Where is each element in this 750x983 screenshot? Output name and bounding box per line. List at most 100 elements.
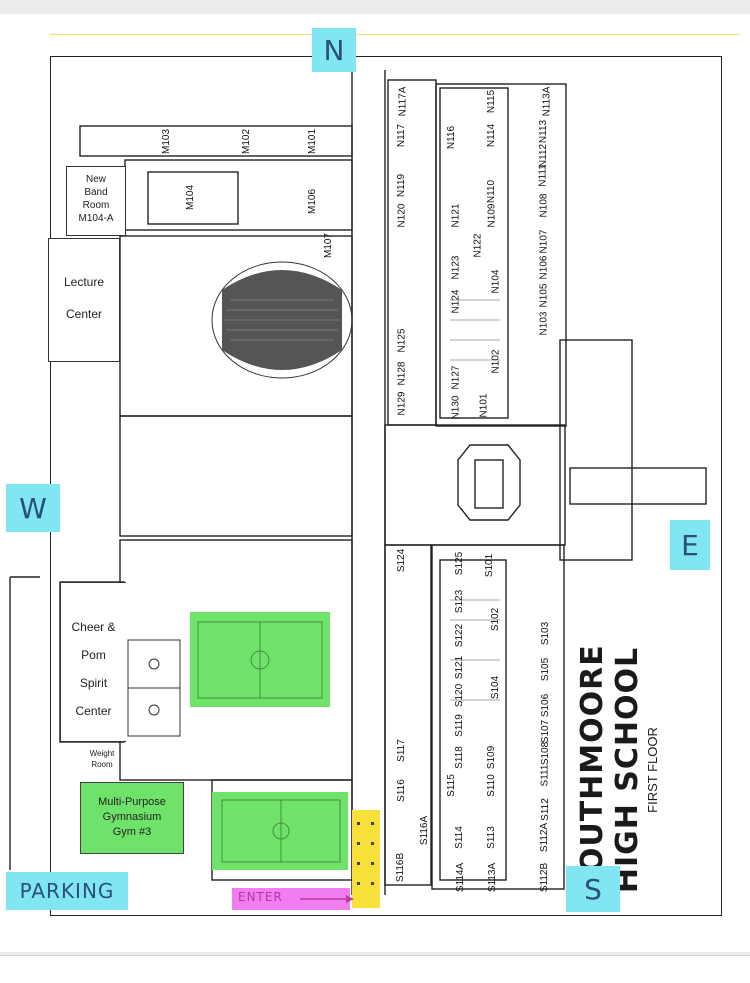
- room-label: N121: [450, 203, 462, 228]
- room-label: S118: [453, 746, 465, 769]
- band-room-line: M104-A: [78, 213, 114, 224]
- east-marker: E: [670, 520, 710, 570]
- room-label: N101: [478, 393, 490, 418]
- room-label: M102: [241, 128, 253, 155]
- room-label: S112: [539, 798, 551, 821]
- room-label: N125: [396, 328, 408, 353]
- parking-label: PARKING: [6, 872, 128, 910]
- room-label: N119: [396, 173, 408, 198]
- room-label: S114: [453, 826, 465, 849]
- room-label: S111: [539, 764, 551, 787]
- s-east-block: [431, 544, 565, 890]
- room-label: N124: [450, 289, 462, 314]
- room-label: S122: [454, 623, 466, 648]
- room-label: S107: [540, 719, 552, 744]
- room-label: S113A: [487, 862, 499, 893]
- enter-highlight: [232, 888, 350, 910]
- room-label: N107: [538, 229, 550, 254]
- cheer-center-label: Cheer & Pom Spirit Center: [60, 582, 126, 742]
- auditorium-seating: [211, 261, 353, 379]
- room-label: S115: [445, 774, 457, 797]
- room-label: N103: [538, 311, 550, 336]
- room-label: S102: [490, 607, 502, 632]
- room-label: N105: [538, 283, 550, 308]
- n-east-block: [435, 83, 567, 427]
- room-label: N106: [538, 255, 550, 280]
- gym3-line: Multi-Purpose: [98, 796, 166, 808]
- enter-label: ENTER: [238, 890, 283, 904]
- room-label: N110: [486, 179, 498, 204]
- room-label: S113: [485, 826, 497, 849]
- room-label: N109: [486, 203, 498, 228]
- room-label: N115: [486, 89, 498, 114]
- gym3-court-highlight: [212, 792, 348, 870]
- band-room-line: Room: [82, 200, 110, 211]
- north-marker: N: [312, 28, 356, 72]
- gym3-label: Multi-Purpose Gymnasium Gym #3: [80, 782, 184, 854]
- band-room-line: Band: [84, 187, 108, 198]
- next-page-edge: [0, 955, 750, 983]
- weight-room-line: Room: [91, 760, 113, 769]
- room-label: S116B: [395, 852, 407, 883]
- room-label: N111: [537, 164, 549, 187]
- room-label: M103: [161, 128, 173, 155]
- room-label: S101: [484, 553, 496, 578]
- room-label: M107: [323, 232, 335, 259]
- room-label: N120: [396, 203, 408, 228]
- room-label: N122: [472, 233, 484, 258]
- band-room-line: New: [85, 174, 106, 185]
- room-label: N117A: [397, 86, 409, 117]
- room-label: N123: [450, 255, 462, 280]
- floor-label: FIRST FLOOR: [645, 727, 660, 813]
- band-room-label: New Band Room M104-A: [66, 166, 126, 236]
- room-label: N104: [490, 269, 502, 294]
- gym3-line: Gymnasium: [102, 811, 162, 823]
- room-label: N130: [450, 395, 462, 420]
- room-label: N113: [538, 119, 550, 144]
- room-label: S116A: [419, 815, 431, 846]
- center-octagon: [457, 444, 521, 521]
- room-label: M104: [185, 184, 197, 211]
- room-label: S125: [454, 551, 466, 576]
- highlight-line: [50, 34, 740, 35]
- room-label: S103: [540, 621, 552, 646]
- room-label: S108: [540, 741, 552, 766]
- room-label: N102: [490, 349, 502, 374]
- lecture-center-label: Lecture Center: [48, 238, 120, 362]
- room-label: S121: [454, 655, 466, 680]
- room-label: M106: [307, 188, 319, 215]
- room-label: N113A: [541, 86, 553, 117]
- room-label: S117: [395, 739, 407, 762]
- room-label: S112B: [539, 862, 551, 893]
- room-label: N117: [396, 123, 408, 148]
- cheer-center-line: Spirit: [79, 676, 108, 690]
- cheer-center-line: Cheer &: [71, 620, 116, 634]
- room-label: N127: [450, 365, 462, 390]
- room-label: N128: [396, 361, 408, 386]
- room-label: S124: [396, 548, 408, 573]
- room-label: M101: [307, 128, 319, 155]
- south-marker: S: [566, 866, 620, 912]
- weight-room-line: Weight: [89, 749, 115, 758]
- room-label: S112A: [539, 822, 551, 853]
- room-label: S119: [453, 714, 465, 737]
- commons-block: [119, 415, 353, 537]
- room-label: S123: [454, 589, 466, 614]
- room-label: S104: [490, 675, 502, 700]
- lecture-center-line: Center: [65, 307, 103, 321]
- room-label: S114A: [455, 862, 467, 893]
- room-label: S116: [395, 779, 407, 802]
- room-label: S120: [454, 683, 466, 708]
- room-label: N116: [446, 125, 458, 150]
- entrance-highlight: [352, 810, 380, 908]
- room-label: S105: [540, 657, 552, 682]
- gym3-line: Gym #3: [112, 826, 152, 838]
- room-label: N114: [486, 123, 498, 148]
- east-entrance: [569, 467, 707, 505]
- weight-room-label: Weight Room: [80, 742, 124, 778]
- room-label: S106: [540, 693, 552, 718]
- room-label: S109: [486, 745, 498, 770]
- east-wing: [559, 339, 633, 561]
- lecture-center-line: Lecture: [63, 275, 105, 289]
